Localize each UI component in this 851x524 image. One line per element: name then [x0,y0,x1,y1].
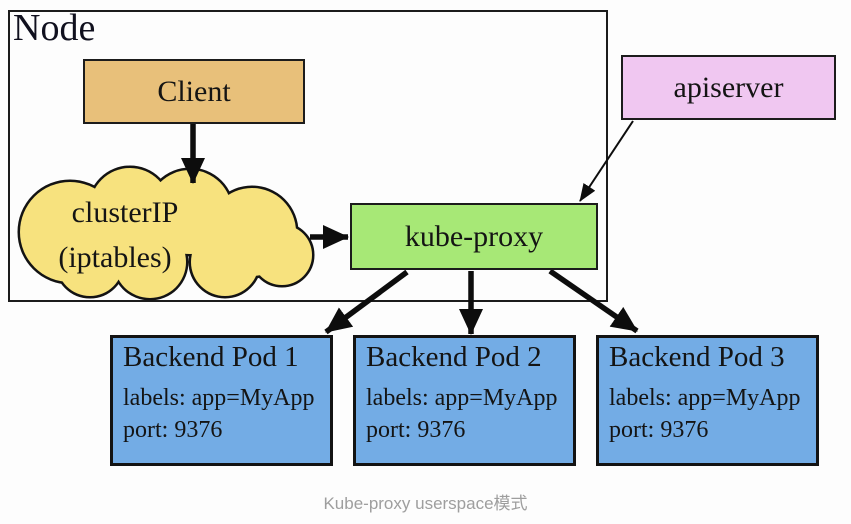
arrow-kubeproxy-to-pod3 [548,268,639,334]
node-box [8,10,608,302]
arrow-kubeproxy-to-pod1 [324,269,409,335]
clusterip-label-line2: (iptables) [58,241,172,274]
backend-pod-2-title: Backend Pod 2 [366,341,542,373]
kube-proxy-label: kube-proxy [404,219,544,253]
backend-pod-2-labels: labels: app=MyApp [366,385,558,412]
apiserver-label: apiserver [673,70,784,104]
backend-pod-3-port: port: 9376 [609,417,709,444]
backend-pod-1-title: Backend Pod 1 [123,341,299,373]
diagram-caption: Kube-proxy userspace模式 [323,494,528,513]
node-label: Node [13,7,96,49]
backend-pod-2-box: Backend Pod 2 labels: app=MyApp port: 93… [353,335,576,466]
clusterip-label-line1: clusterIP [71,196,179,229]
backend-pod-3-labels: labels: app=MyApp [609,385,801,412]
backend-pod-1-labels: labels: app=MyApp [123,385,315,412]
kube-proxy-box: kube-proxy [350,203,598,270]
clusterip-cloud [17,165,315,301]
arrow-apiserver-to-kubeproxy [579,120,634,202]
client-label: Client [157,74,231,108]
backend-pod-2-port: port: 9376 [366,417,466,444]
client-box: Client [83,59,305,124]
apiserver-box: apiserver [621,55,836,120]
backend-pod-1-port: port: 9376 [123,417,223,444]
backend-pod-3-title: Backend Pod 3 [609,341,785,373]
backend-pod-3-box: Backend Pod 3 labels: app=MyApp port: 93… [596,335,819,466]
backend-pod-1-box: Backend Pod 1 labels: app=MyApp port: 93… [110,335,333,466]
